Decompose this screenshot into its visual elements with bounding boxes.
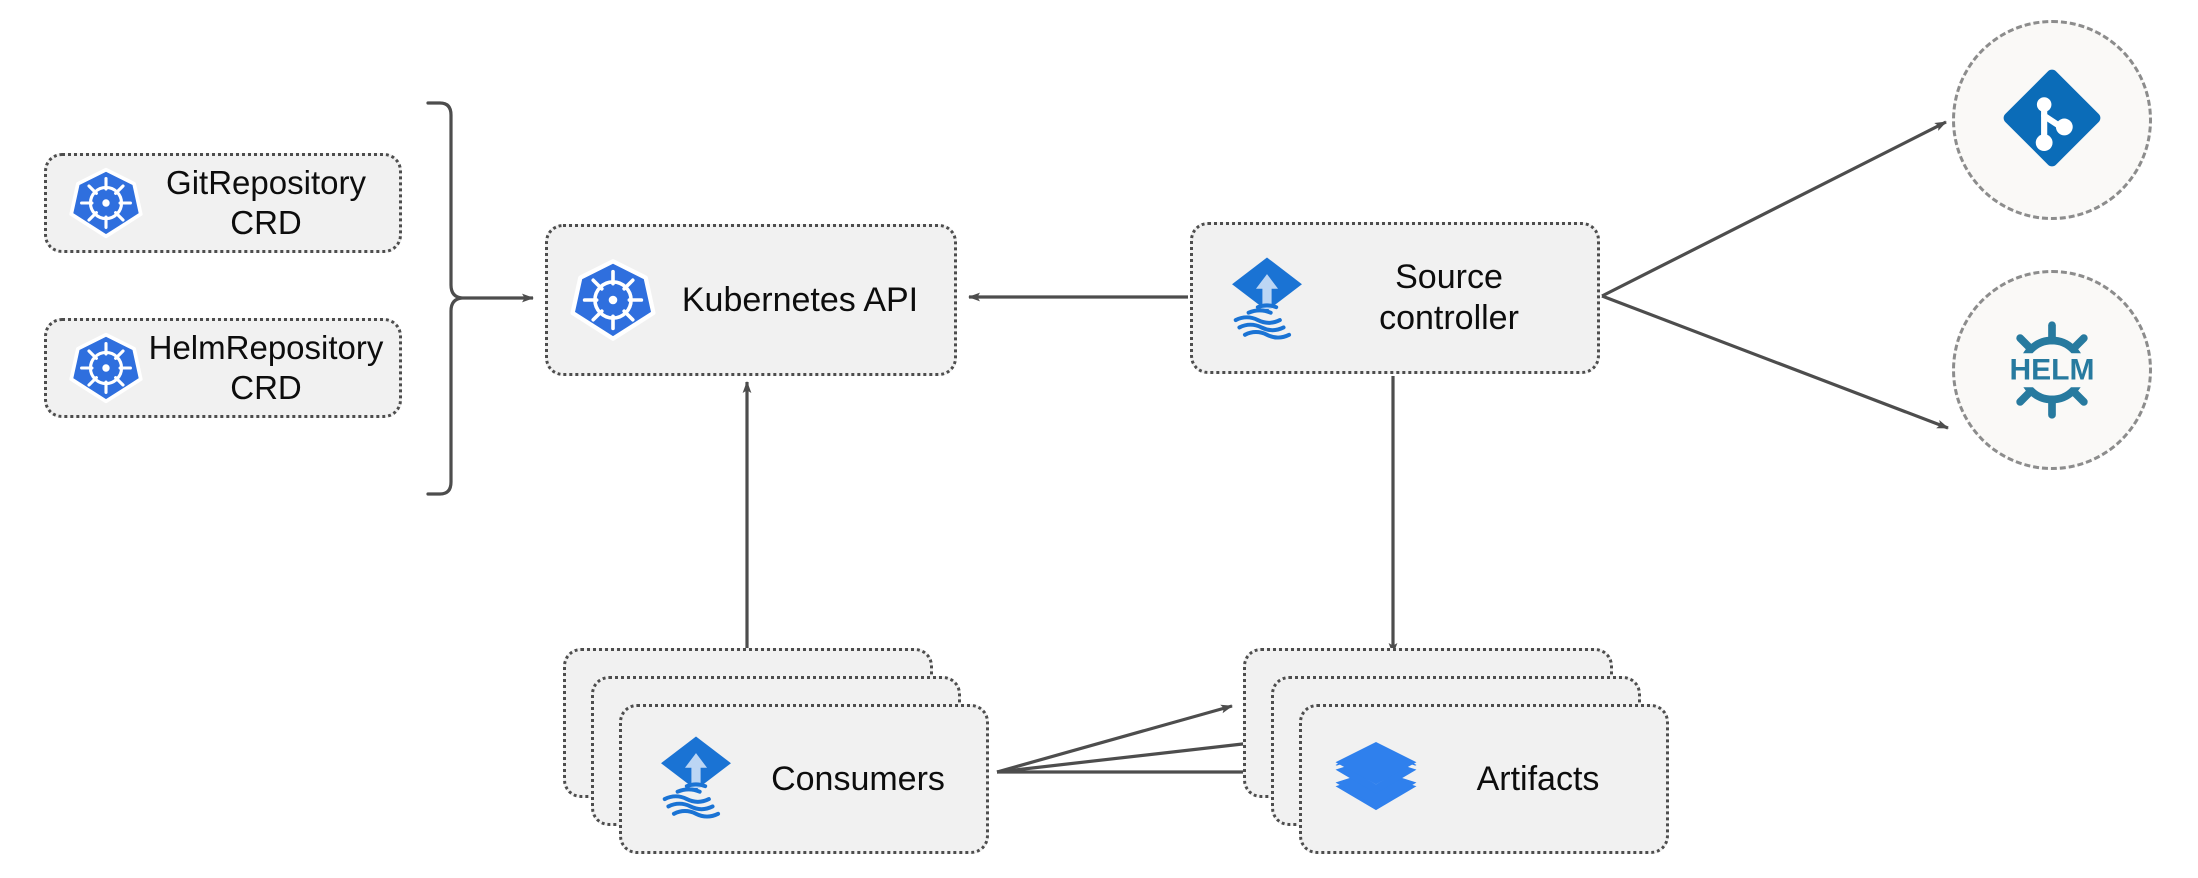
node-helm-source[interactable]: HELM (1952, 270, 2152, 470)
edge-crds-to-kubernetes-api (426, 101, 534, 496)
node-label: Source controller (1379, 258, 1519, 337)
artifacts-card-front[interactable]: Artifacts (1299, 704, 1669, 854)
edge-consumers-to-artifacts-2 (996, 738, 1261, 774)
node-label: Consumers (771, 759, 945, 798)
helm-wordmark: HELM (1993, 353, 2111, 387)
node-artifacts[interactable]: Artifacts (1243, 648, 1673, 856)
node-label: HelmRepository CRD (148, 329, 384, 406)
kubernetes-icon (570, 257, 656, 343)
helm-icon: HELM (1993, 311, 2111, 429)
edge-consumers-to-artifacts-1 (996, 704, 1233, 774)
node-label: Kubernetes API (681, 280, 919, 319)
node-label: Artifacts (1476, 759, 1600, 798)
node-kubernetes-api[interactable]: Kubernetes API (545, 224, 957, 376)
node-consumers[interactable]: Consumers (563, 648, 993, 856)
node-label: GitRepository CRD (166, 164, 366, 241)
node-source-controller[interactable]: Source controller (1190, 222, 1600, 374)
edge-source-to-git (1601, 120, 1947, 298)
kubernetes-icon (69, 166, 143, 240)
git-icon (1996, 62, 2108, 179)
layers-icon (1330, 731, 1422, 828)
node-git-repository-crd[interactable]: GitRepository CRD (44, 153, 402, 253)
consumers-card-front[interactable]: Consumers (619, 704, 989, 854)
node-git-source[interactable] (1952, 20, 2152, 220)
flux-icon (650, 731, 742, 828)
flux-icon (1221, 252, 1313, 344)
node-helm-repository-crd[interactable]: HelmRepository CRD (44, 318, 402, 418)
kubernetes-icon (69, 331, 143, 405)
edge-source-to-helm (1601, 294, 1949, 430)
